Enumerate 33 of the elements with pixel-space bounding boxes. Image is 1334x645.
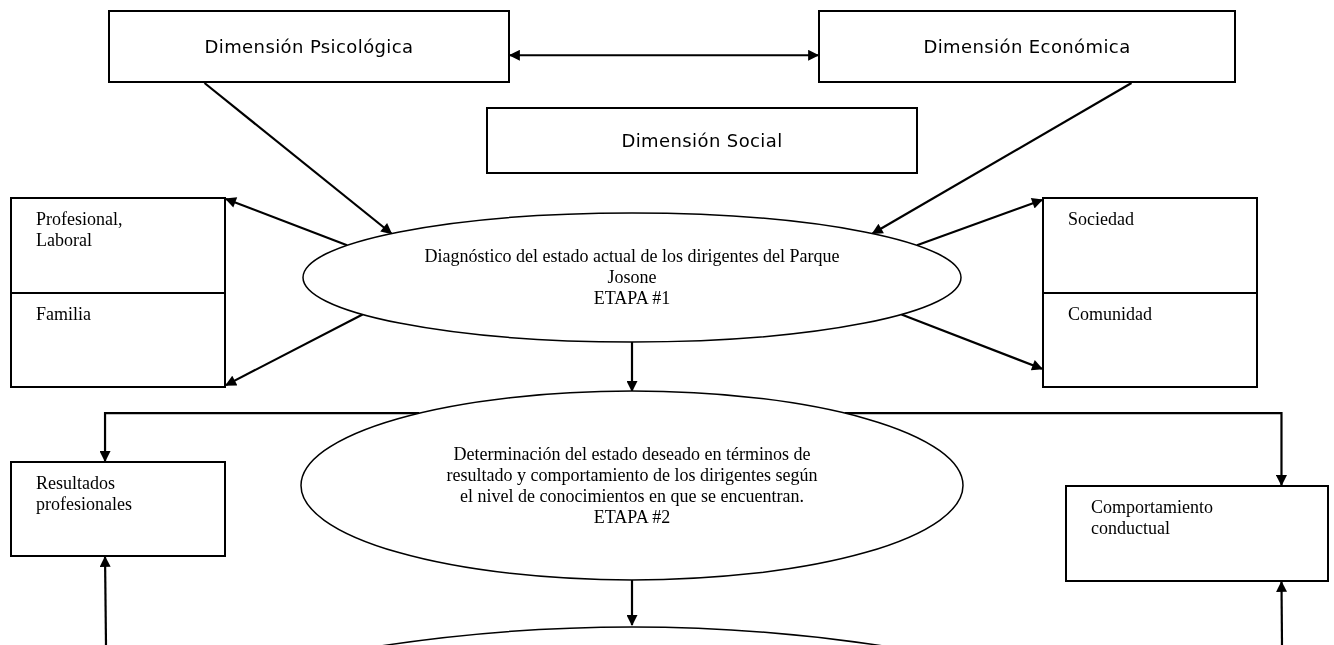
box-label: Dimensión Económica <box>923 36 1131 57</box>
stage-text: ETAPA #2 <box>593 506 671 528</box>
stage-ellipse <box>302 212 962 343</box>
category-box <box>1042 292 1258 388</box>
arrow <box>916 198 1044 247</box>
arrow <box>626 580 638 627</box>
category-box <box>1065 485 1329 582</box>
arrow <box>203 82 393 235</box>
dimension-box <box>486 107 918 174</box>
arrow <box>1276 580 1288 645</box>
box-label: Comportamiento conductual <box>1091 497 1214 539</box>
stage-text: ETAPA #1 <box>593 288 671 309</box>
box-label: Profesional, Laboral <box>36 209 124 251</box>
arrow <box>871 82 1133 235</box>
dimension-box <box>108 10 510 83</box>
box-label: Dimensión Social <box>621 130 783 151</box>
arrow <box>901 313 1044 371</box>
box-label: Resultados profesionales <box>36 473 133 515</box>
box-label: Familia <box>36 304 92 325</box>
box-label: Sociedad <box>1068 209 1135 230</box>
box-label: Comunidad <box>1068 304 1153 325</box>
category-box <box>10 461 226 557</box>
stage-text: Determinación del estado deseado en términos de resultado y comportamiento de los dirigentes según el nivel de conocimientos en que se encuentran. <box>445 443 819 507</box>
arrow <box>626 342 638 393</box>
category-box <box>10 292 226 388</box>
category-box <box>1042 197 1258 294</box>
stage-text: Diagnóstico del estado actual de los dirigentes del Parque Josone <box>423 246 841 288</box>
arrow <box>225 313 363 387</box>
stage-ellipse <box>300 390 964 581</box>
category-box <box>10 197 226 294</box>
box-label: Dimensión Psicológica <box>204 36 414 57</box>
dimension-box <box>818 10 1236 83</box>
arrow <box>99 555 111 645</box>
